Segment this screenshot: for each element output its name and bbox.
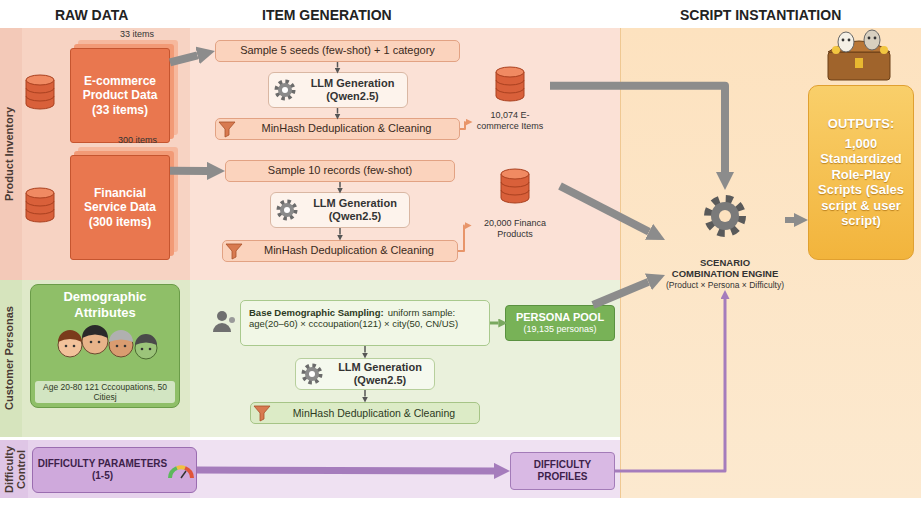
output-box: OUTPUTS: 1,000 Standardized Role-Play Scr… [808, 85, 914, 260]
box-heading: PERSONA POOL [516, 311, 604, 324]
row-label: Product Inventory [3, 30, 15, 278]
flow-arrow [615, 299, 725, 471]
node-text: LLM Generation (Qwen2.5) [303, 77, 403, 103]
box-note: (Product × Persona × Difficulty) [666, 280, 784, 290]
llm-box: LLM Generation (Qwen2.5) [270, 192, 410, 228]
process-box: MinHash Deduplication & Cleaning [250, 402, 480, 424]
row-label: Difficulty Control [3, 442, 27, 496]
node-text: E-commerce Product Data (33 items) [77, 74, 163, 117]
box-heading: SCENARIO COMBINATION ENGINE [665, 257, 785, 280]
profile-box: DIFFICULTY PROFILES [510, 452, 615, 490]
parameter-box: DIFFICULTY PARAMETERS(1-5) [32, 447, 197, 493]
treasure-chest [828, 30, 890, 80]
node-text: LLM Generation (Qwen2.5) [330, 361, 430, 387]
box-heading: OUTPUTS: [828, 116, 894, 132]
node-text: DIFFICULTY PARAMETERS [38, 458, 167, 470]
row-band: Product Inventory E-commerce Product Data… [0, 28, 620, 280]
llm-box: LLM Generation (Qwen2.5) [268, 72, 408, 108]
process-box: MinHash Deduplication & Cleaning [215, 118, 460, 140]
node-text: 10,074 E-commerce Items [470, 110, 550, 132]
node-text: MinHash Deduplication & Cleaning [262, 122, 432, 135]
column-header: SCRIPT INSTANTIATION [680, 7, 841, 23]
llm-box: LLM Generation (Qwen2.5) [295, 358, 435, 390]
engine-node: SCENARIO COMBINATION ENGINE(Product × Pe… [665, 190, 785, 290]
box-heading: Demographic Attributes [35, 289, 175, 320]
engine-gear [709, 200, 741, 232]
node-text: MinHash Deduplication & Cleaning [293, 407, 455, 420]
node-text: DIFFICULTY PROFILES [515, 459, 610, 483]
process-box: Sample 10 records (few-shot) [225, 160, 455, 182]
node-text: Sample 5 seeds (few-shot) + 1 category [240, 44, 435, 57]
database-node: 10,074 E-commerce Items [470, 66, 550, 132]
process-box: Sample 5 seeds (few-shot) + 1 category [215, 40, 460, 62]
node-text: LLM Generation (Qwen2.5) [305, 197, 405, 223]
count-note: 33 items [120, 29, 154, 39]
box-note: Age 20-80 121 Cccoupations, 50 Citiesj [35, 381, 175, 403]
row-band: Customer Personas Demographic AttributesA… [0, 280, 620, 437]
node-text: 20,000 Financa Products [470, 218, 560, 240]
box-body: 1,000 Standardized Role-Play Scripts (Sa… [815, 136, 907, 230]
node-text: Financial Service Data (300 items) [77, 186, 163, 229]
row-label: Customer Personas [3, 282, 15, 435]
process-box: MinHash Deduplication & Cleaning [222, 240, 458, 262]
row-band: Difficulty ControlDIFFICULTY PARAMETERS(… [0, 440, 620, 498]
node-text: (1-5) [92, 470, 113, 482]
column-header: RAW DATA [55, 7, 128, 23]
pool-box: PERSONA POOL(19,135 personas) [505, 305, 615, 341]
node-text: Sample 10 records (few-shot) [268, 164, 412, 177]
box-note: (19,135 personas) [523, 324, 596, 335]
node-text: MinHash Deduplication & Cleaning [264, 244, 434, 257]
data-source-box: Financial Service Data (300 items) [70, 155, 170, 260]
process-box: Base Demographic Sampling:uniform sample… [240, 300, 490, 346]
data-source-box: E-commerce Product Data (33 items) [70, 48, 170, 143]
box-heading: Base Demographic Sampling: [249, 307, 384, 318]
column-header: ITEM GENERATION [262, 7, 392, 23]
database-node: 20,000 Financa Products [470, 168, 560, 240]
flow-arrow [785, 217, 794, 223]
attributes-box: Demographic AttributesAge 20-80 121 Ccco… [30, 284, 180, 408]
count-note: 300 items [118, 135, 157, 145]
